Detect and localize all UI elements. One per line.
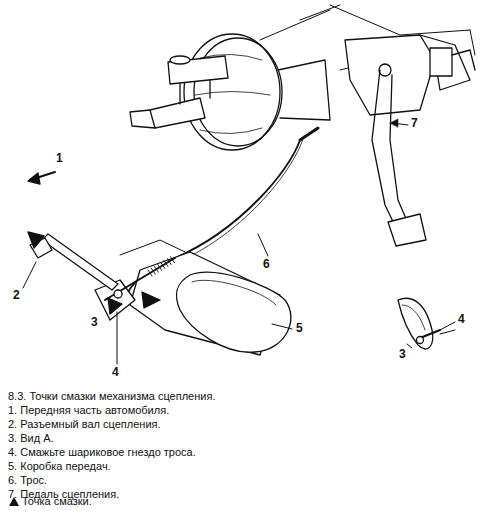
callout-number: 2 xyxy=(12,289,21,302)
legend-text: Точка смазки. xyxy=(22,495,92,508)
callout-number: 5 xyxy=(295,322,304,335)
legend-note: 5. Коробка передач. xyxy=(8,460,111,473)
callout-number: 3 xyxy=(90,316,99,329)
figure-caption: 8.3. Точки смазки механизма сцепления. xyxy=(8,390,215,403)
legend-note: 2. Разъемный вал сцепления. xyxy=(8,418,161,431)
callout-number: 6 xyxy=(262,258,271,271)
callout-number: 4 xyxy=(457,313,466,326)
callout-number: 1 xyxy=(55,152,64,165)
legend-note: 3. Вид А. xyxy=(8,432,54,445)
legend-note: 1. Передняя часть автомобиля. xyxy=(8,404,169,417)
legend-note: 4. Смажьте шариковое гнездо троса. xyxy=(8,446,196,459)
legend-note: 6. Трос. xyxy=(8,474,47,487)
callout-number: 7 xyxy=(410,117,419,130)
callout-number: 3 xyxy=(398,348,407,361)
callout-number: 4 xyxy=(111,366,120,379)
